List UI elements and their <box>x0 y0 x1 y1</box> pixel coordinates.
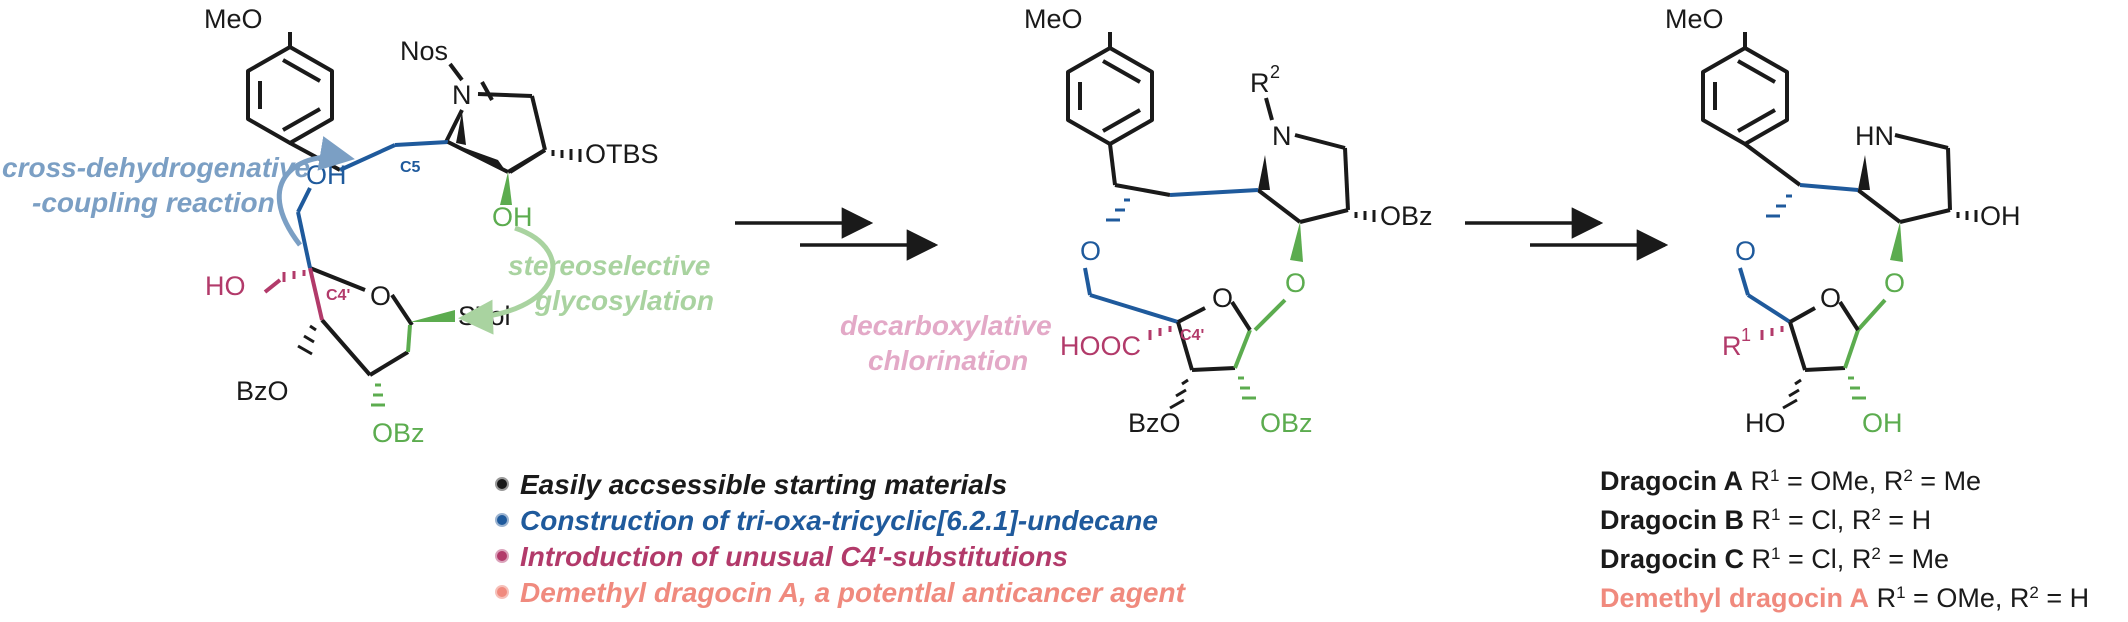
nos-label: Nos <box>400 36 448 66</box>
o-label-3b: O <box>1735 236 1756 266</box>
oh-label-3b: OH <box>1862 408 1903 438</box>
hash-bzo <box>297 324 317 356</box>
c5-bonds <box>339 140 449 172</box>
hooc-label: HOOC <box>1060 331 1141 361</box>
ho-label-3: HO <box>1745 408 1786 438</box>
hash-otbs <box>551 149 582 162</box>
ring-o-label: O <box>370 281 391 311</box>
compound-row-1: Dragocin A R1 = OMe, R2 = Me <box>1600 466 1981 497</box>
bullet-item-4: Demethyl dragocin A, a potentlal antican… <box>495 577 1187 608</box>
compound-row-2: Dragocin B R1 = Cl, R2 = H <box>1600 505 1931 536</box>
glyco-line1: stereoselective <box>508 250 710 281</box>
o-label-2c: O <box>1212 283 1233 313</box>
bullet-item-3: Introduction of unusual C4'-substitution… <box>495 541 1068 572</box>
o-label-2a: O <box>1285 268 1306 298</box>
c4-label-1: C4' <box>326 287 350 304</box>
reaction-arrow-2 <box>1465 207 1669 261</box>
compound-row-4: Demethyl dragocin A R1 = OMe, R2 = H <box>1600 583 2089 614</box>
n-label: N <box>452 80 472 110</box>
bond-c-ho <box>263 278 282 294</box>
bond-ring-c4-o <box>308 267 324 321</box>
ho-label: HO <box>205 271 246 301</box>
oh-label-blue: OH <box>306 160 347 190</box>
molecule-dragocin: MeO HN OH O O O <box>1665 4 2021 438</box>
bond-n-nos <box>448 62 464 82</box>
bzo-label: BzO <box>236 376 289 406</box>
oh-label-green: OH <box>492 202 533 232</box>
bond-o-c1 <box>390 293 414 327</box>
wedge-stol <box>410 310 455 322</box>
molecule-starting-material: MeO N Nos OTBS OH C5 <box>204 4 659 448</box>
bullet-text-4: Demethyl dragocin A, a potentlal antican… <box>520 577 1187 608</box>
o-label-3c: O <box>1820 283 1841 313</box>
r1-sup: 1 <box>1741 325 1751 345</box>
compound-row-3: Dragocin C R1 = Cl, R2 = Me <box>1600 544 1949 575</box>
o-label-2b: O <box>1080 236 1101 266</box>
compound-list: Dragocin A R1 = OMe, R2 = Me Dragocin B … <box>1600 466 2089 614</box>
cdc-line1: cross-dehydrogenative <box>2 152 310 183</box>
obz-label-green: OBz <box>372 418 425 448</box>
bullet-text-1: Easily accsessible starting materials <box>520 469 1007 500</box>
obz-label-2: OBz <box>1380 201 1433 231</box>
anisole-ring-1 <box>246 32 341 172</box>
glycosylation-arrow <box>458 225 556 335</box>
bond-ch2-oh-blue <box>296 187 312 213</box>
o-label-3a: O <box>1884 268 1905 298</box>
c4-label-2: C4' <box>1180 327 1204 344</box>
reaction-arrow-1 <box>735 207 939 261</box>
r2-label: R <box>1250 68 1270 98</box>
wedge-oh-green <box>500 172 512 205</box>
oh-label-3: OH <box>1980 201 2021 231</box>
bond-c1-c2 <box>406 324 412 353</box>
bond-n-ring <box>444 109 464 143</box>
wedge-c-n <box>456 112 466 145</box>
bullet-text-3: Introduction of unusual C4'-substitution… <box>520 541 1068 572</box>
hash-ch2oh <box>282 270 306 282</box>
n-label-2: N <box>1272 121 1292 151</box>
hn-label: HN <box>1855 121 1894 151</box>
bzo-label-2: BzO <box>1128 408 1181 438</box>
bond-c3-c4 <box>506 148 547 174</box>
meo-label-3: MeO <box>1665 4 1724 34</box>
obz-label-2b: OBz <box>1260 408 1313 438</box>
hash-obz-green <box>371 383 385 407</box>
glyco-line2: glycosylation <box>534 285 714 316</box>
r1-label: R <box>1722 331 1742 361</box>
bullet-item-2: Construction of tri-oxa-tricyclic[6.2.1]… <box>495 505 1158 536</box>
decarb-line2: chlorination <box>868 345 1028 376</box>
otbs-label: OTBS <box>585 139 659 169</box>
ribose-ring-1 <box>309 266 410 377</box>
decarb-line1: decarboxylative <box>840 310 1052 341</box>
bond-c4-ch2oh-blue <box>296 211 312 269</box>
bullet-list: Easily accsessible starting materials Co… <box>495 469 1187 608</box>
bullet-item-1: Easily accsessible starting materials <box>495 469 1007 500</box>
c5-label: C5 <box>400 159 421 176</box>
meo-label: MeO <box>204 4 263 34</box>
cdc-line2: -coupling reaction <box>32 187 275 218</box>
r2-sup: 2 <box>1270 62 1280 82</box>
bullet-text-2: Construction of tri-oxa-tricyclic[6.2.1]… <box>520 505 1158 536</box>
cdc-arrow <box>276 136 355 247</box>
molecule-intermediate: MeO R 2 N OBz O O <box>1024 4 1433 438</box>
meo-label-2: MeO <box>1024 4 1083 34</box>
bond-ring-bottom <box>447 140 509 174</box>
